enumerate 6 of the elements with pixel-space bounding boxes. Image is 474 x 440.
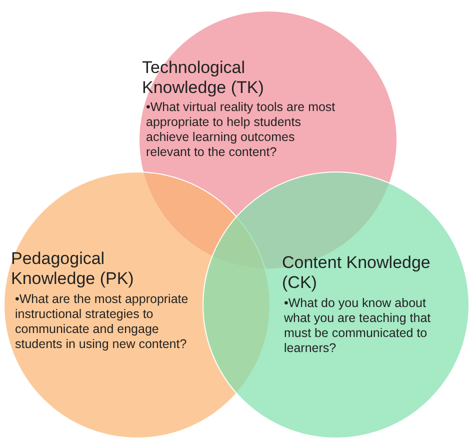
question-text: •What do you know about what you are teaching that must be communicated to learners? [284,296,432,356]
circle-heading: Content Knowledge (CK) [282,253,432,293]
circle-heading: Pedagogical Knowledge (PK) [11,249,135,289]
circle-heading: Technological Knowledge (TK) [142,58,265,98]
question-text: •What are the most appropriate instructional strategies to communicate and engage students in using new content? [15,292,190,352]
question-text: •What virtual reality tools are most appropriate to help students achieve learning outcomes relevant to the content? [146,100,336,160]
